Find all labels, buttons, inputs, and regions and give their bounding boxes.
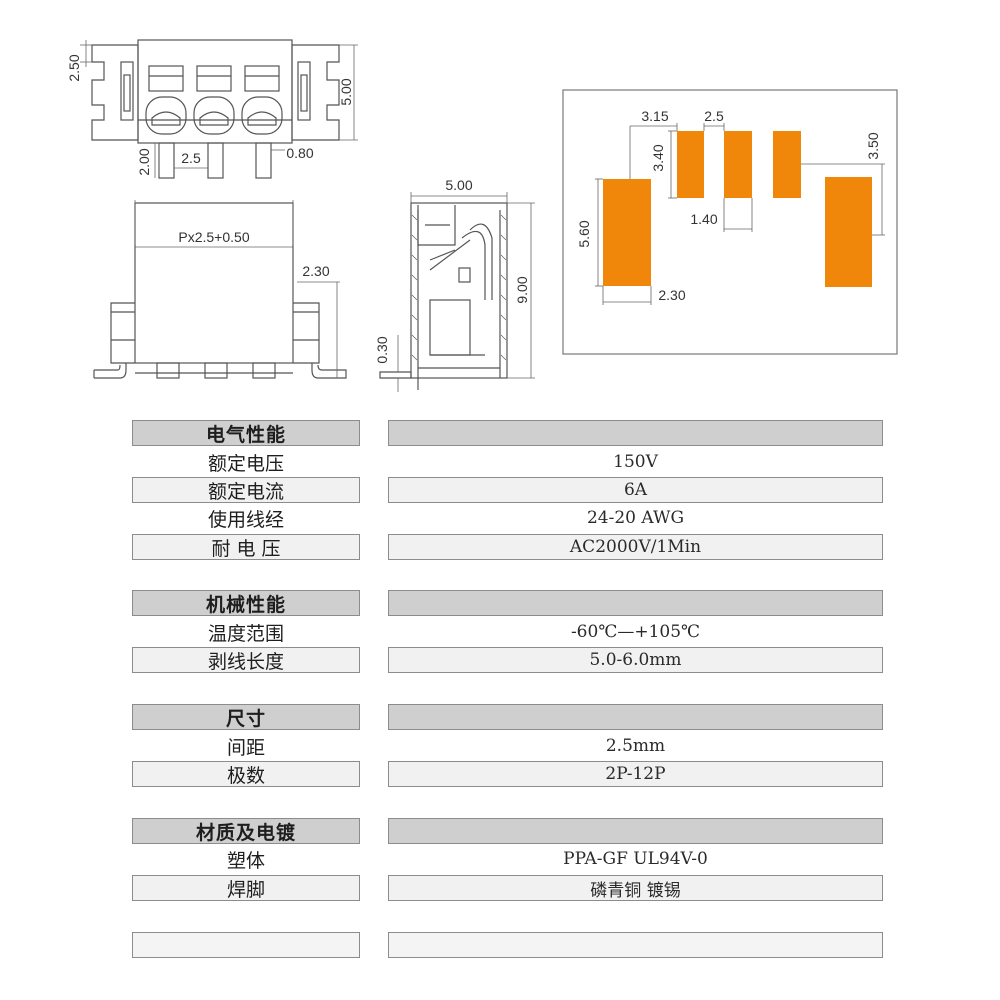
pcb-pad-left-large [603, 179, 651, 286]
spec-label: 额定电压 [207, 452, 284, 475]
dim-top-pitch: 2.5 [181, 150, 201, 166]
blank-cell [388, 932, 883, 958]
spec-label: 焊脚 [132, 875, 360, 901]
pcb-pad-small-3 [773, 131, 801, 198]
dim-top-height: 2.50 [66, 54, 82, 81]
dim-front-pad-offset: 2.30 [302, 263, 329, 279]
pcb-pads [603, 131, 872, 287]
top-view-dimension-lines [80, 40, 358, 178]
side-view-dimension-lines [397, 192, 535, 392]
dim-pcb-small-pad-height: 3.40 [650, 144, 666, 171]
section-title: 电气性能 [132, 420, 360, 446]
top-view-drawing [91, 39, 340, 179]
technical-drawings: 2.50 5.00 2.00 2.5 0.80 Px2.5+0.50 2.30 … [66, 39, 898, 392]
pcb-pad-right-large [825, 177, 872, 287]
section-title: 尺寸 [132, 704, 360, 730]
spec-value: AC2000V/1Min [388, 534, 883, 560]
dim-pcb-big-pad-height: 5.60 [576, 220, 592, 247]
spec-label: 温度范围 [207, 622, 284, 645]
pcb-dimension-lines [595, 123, 885, 305]
pcb-layout-frame [562, 89, 898, 355]
dim-pcb-pitch: 2.5 [704, 108, 724, 124]
side-view-drawing [379, 202, 508, 390]
spec-label: 极数 [132, 761, 360, 787]
section-value-blank [388, 818, 883, 844]
spec-value: 2P-12P [388, 761, 883, 787]
blank-cell [132, 932, 360, 958]
dim-side-thickness: 0.30 [374, 336, 390, 363]
spec-value: 24-20 AWG [586, 508, 685, 528]
section-value-blank [388, 420, 883, 446]
section-title: 机械性能 [132, 590, 360, 616]
spec-value: 6A [388, 477, 883, 503]
dim-front-pitch-formula: Px2.5+0.50 [178, 229, 249, 245]
dim-top-depth: 5.00 [338, 78, 354, 105]
front-view-drawing [93, 202, 347, 379]
spec-label: 塑体 [226, 849, 265, 872]
pcb-pad-small-2 [724, 131, 752, 198]
spec-label: 耐 电 压 [132, 534, 360, 560]
spec-value: 5.0-6.0mm [388, 647, 883, 673]
dim-side-height: 9.00 [514, 276, 530, 303]
spec-value: 150V [613, 452, 658, 472]
section-value-blank [388, 590, 883, 616]
dim-pcb-big-pad-width: 2.30 [658, 287, 685, 303]
dimension-labels: 2.50 5.00 2.00 2.5 0.80 Px2.5+0.50 2.30 … [66, 54, 881, 363]
spec-label: 额定电流 [132, 477, 360, 503]
spec-label: 使用线经 [207, 508, 284, 531]
dim-side-width: 5.00 [445, 177, 472, 193]
spec-label: 剥线长度 [132, 647, 360, 673]
spec-label: 间距 [226, 736, 265, 759]
dim-pcb-small-pad-width: 1.40 [690, 211, 717, 227]
section-value-blank [388, 704, 883, 730]
spec-value: -60℃—+105℃ [570, 622, 701, 642]
spec-value: 2.5mm [605, 736, 666, 756]
dim-top-pin-width: 0.80 [286, 145, 313, 161]
dim-pcb-pad-width: 3.15 [641, 108, 668, 124]
pcb-pad-small-1 [677, 131, 704, 198]
dim-pcb-big-pad-offset: 3.50 [865, 132, 881, 159]
spec-value: 磷青铜 镀锡 [388, 875, 883, 901]
dim-top-pin-length: 2.00 [136, 148, 152, 175]
front-view-dimension-lines [134, 200, 340, 378]
section-title: 材质及电镀 [132, 818, 360, 844]
spec-value: PPA-GF UL94V-0 [563, 849, 708, 869]
